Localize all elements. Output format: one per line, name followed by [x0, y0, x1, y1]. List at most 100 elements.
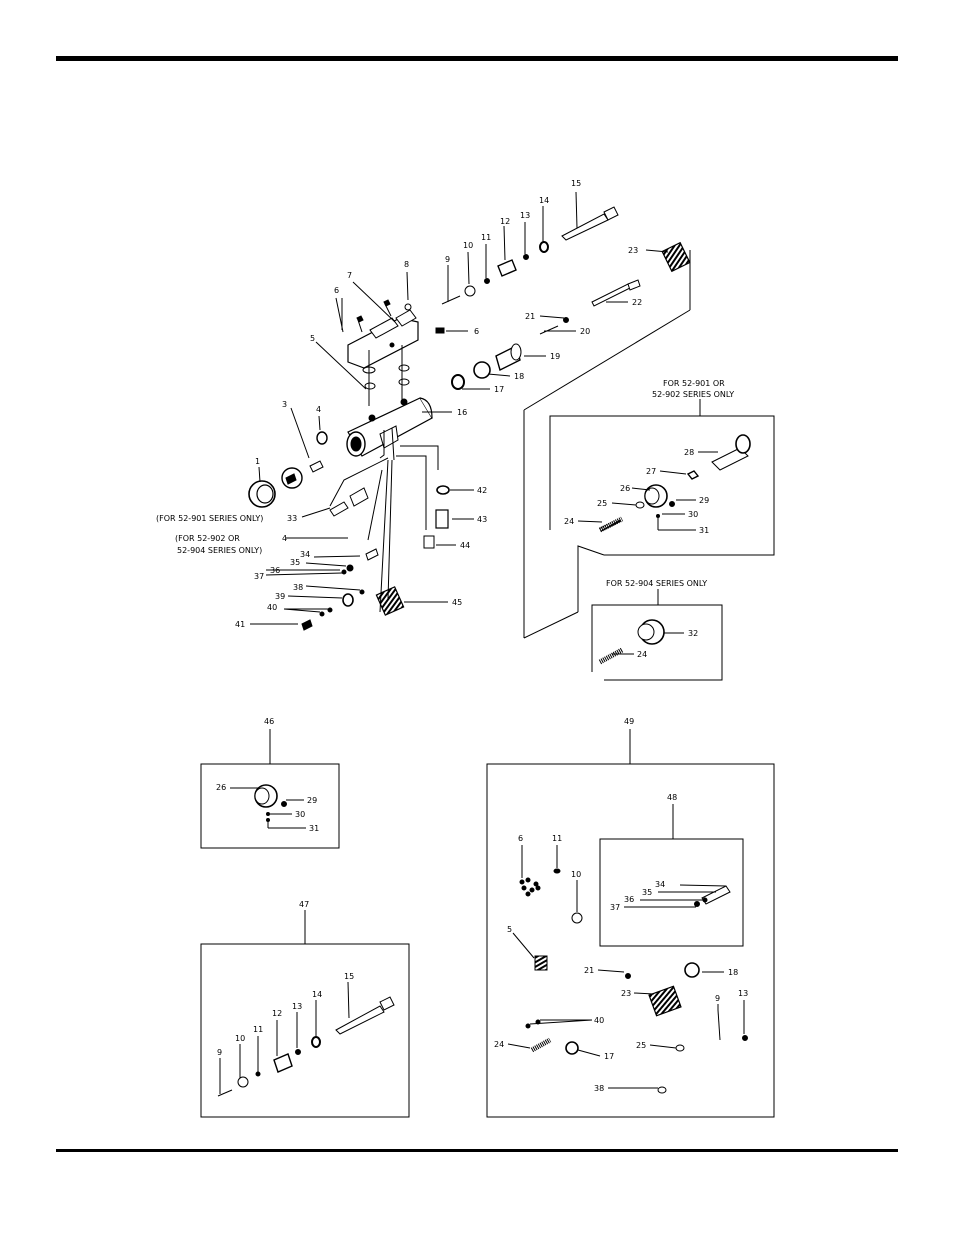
kit-46-callout-29: 29	[307, 796, 317, 805]
callout-43: 43	[477, 515, 487, 524]
note-52-901: (FOR 52-901 SERIES ONLY)	[156, 514, 263, 523]
callout-1: 1	[255, 457, 260, 466]
callout-4: 4	[316, 405, 321, 414]
callout-19: 19	[550, 352, 560, 361]
callout-35: 35	[290, 558, 300, 567]
callout-6a: 6	[334, 286, 339, 295]
inset-a-callout-24: 24	[564, 517, 574, 526]
kit-49-title: 49	[624, 717, 634, 726]
callout-9: 9	[445, 255, 450, 264]
inset-a-callout-27: 27	[646, 467, 656, 476]
kit-49-callout-23: 23	[621, 989, 631, 998]
inset-a-labels: FOR 52-901 OR 52-902 SERIES ONLY 28 27 2…	[564, 379, 734, 535]
callout-11: 11	[481, 233, 491, 242]
kit-47-callout-14: 14	[312, 990, 322, 999]
callout-45: 45	[452, 598, 462, 607]
lower-fittings	[301, 445, 450, 631]
inset-a-title-line1: FOR 52-901 OR	[663, 379, 725, 388]
kit-49-labels: 49 48 34 35 36 37 6 11 10 5 21 18 23 9 1…	[494, 717, 748, 1093]
kit-49-callout-25: 25	[636, 1041, 646, 1050]
callout-13: 13	[520, 211, 530, 220]
kit-47-callout-9: 9	[217, 1048, 222, 1057]
inset-a-callout-28: 28	[684, 448, 694, 457]
kit-47-callout-15: 15	[344, 972, 354, 981]
callout-40: 40	[267, 603, 277, 612]
kit-47-callout-13: 13	[292, 1002, 302, 1011]
callout-6b: 6	[474, 327, 479, 336]
kit-49-callout-11: 11	[552, 834, 562, 843]
fluid-tube-train	[451, 241, 691, 390]
inset-b-callout-32: 32	[688, 629, 698, 638]
callout-20: 20	[580, 327, 590, 336]
note-52-902-line2: 52-904 SERIES ONLY)	[177, 546, 262, 555]
kit-47-title: 47	[299, 900, 309, 909]
kit-49-callout-13: 13	[738, 989, 748, 998]
kit-49-callout-24: 24	[494, 1040, 504, 1049]
kit-46	[200, 729, 340, 849]
kit-49-callout-40: 40	[594, 1016, 604, 1025]
inset-a-title-line2: 52-902 SERIES ONLY	[652, 390, 734, 399]
callout-44: 44	[460, 541, 470, 550]
callout-5: 5	[310, 334, 315, 343]
leader-lines	[250, 191, 691, 639]
kit-49	[486, 729, 775, 1118]
callout-14: 14	[539, 196, 549, 205]
gun-body	[346, 397, 433, 461]
callout-21: 21	[525, 312, 535, 321]
manifold-block	[347, 309, 419, 369]
callout-22: 22	[632, 298, 642, 307]
kit-48-title: 48	[667, 793, 677, 802]
kit-49-callout-5: 5	[507, 925, 512, 934]
inset-a-callout-29: 29	[699, 496, 709, 505]
bottom-rule	[56, 1149, 898, 1152]
inset-52-904	[591, 589, 723, 681]
callout-8: 8	[404, 260, 409, 269]
callout-38: 38	[293, 583, 303, 592]
kit-49-callout-21: 21	[584, 966, 594, 975]
kit-46-title: 46	[264, 717, 274, 726]
kit-49-callout-17: 17	[604, 1052, 614, 1061]
kit-48-callout-35: 35	[642, 888, 652, 897]
callout-33: 33	[287, 514, 297, 523]
kit-48-callout-37: 37	[610, 903, 620, 912]
kit-49-callout-9: 9	[715, 994, 720, 1003]
inset-a-callout-25: 25	[597, 499, 607, 508]
callout-3: 3	[282, 400, 287, 409]
kit-46-callout-26: 26	[216, 783, 226, 792]
kit-49-callout-18: 18	[728, 968, 738, 977]
kit-46-callout-31: 31	[309, 824, 319, 833]
inset-a-callout-30: 30	[688, 510, 698, 519]
callout-37: 37	[254, 572, 264, 581]
kit-46-callout-30: 30	[295, 810, 305, 819]
inset-a-callout-26: 26	[620, 484, 630, 493]
callout-39: 39	[275, 592, 285, 601]
callout-23: 23	[628, 246, 638, 255]
callout-34: 34	[300, 550, 310, 559]
callout-7: 7	[347, 271, 352, 280]
callout-41: 41	[235, 620, 245, 629]
inset-a-callout-31: 31	[699, 526, 709, 535]
kit-48-callout-36: 36	[624, 895, 634, 904]
front-parts	[248, 431, 328, 508]
main-callouts: 1 3 4 5 6 6 7 8 9 10 11 12 13 14 15 16 1…	[156, 179, 642, 629]
kit-47	[200, 910, 410, 1118]
kit-47-callout-12: 12	[272, 1009, 282, 1018]
kit-49-callout-10: 10	[571, 870, 581, 879]
callout-18: 18	[514, 372, 524, 381]
callout-36: 36	[270, 566, 280, 575]
kit-48-callout-34: 34	[655, 880, 665, 889]
kit-46-labels: 46 26 29 30 31	[216, 717, 319, 833]
inset-52-901-902	[549, 399, 775, 612]
callout-10: 10	[463, 241, 473, 250]
kit-47-labels: 47 15 14 13 12 11 10 9	[217, 900, 354, 1057]
callout-16: 16	[457, 408, 467, 417]
note-52-902-line1: (FOR 52-902 OR	[175, 534, 240, 543]
callout-12: 12	[500, 217, 510, 226]
inset-b-labels: FOR 52-904 SERIES ONLY 32 24	[606, 579, 707, 659]
inset-b-title: FOR 52-904 SERIES ONLY	[606, 579, 707, 588]
kit-47-callout-11: 11	[253, 1025, 263, 1034]
top-rule	[56, 56, 898, 61]
inset-b-callout-24: 24	[637, 650, 647, 659]
o-rings-5	[362, 345, 410, 406]
